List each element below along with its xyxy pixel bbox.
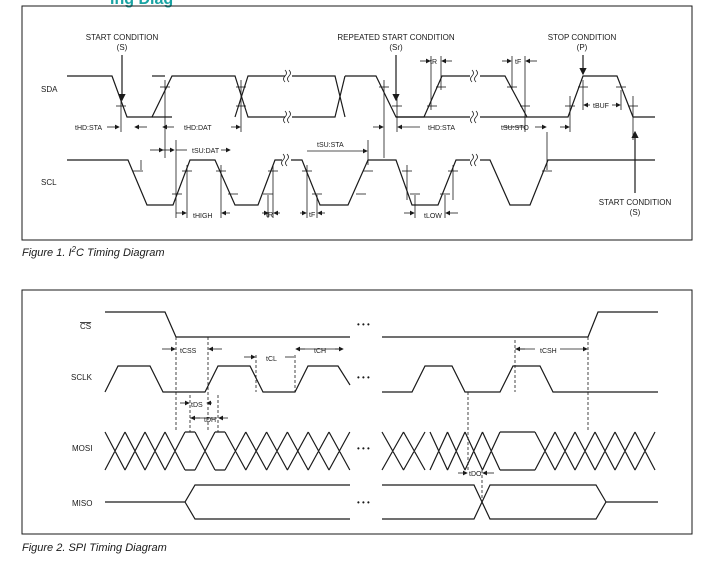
sda-signal-label: SDA [41,85,58,94]
repeated-start-condition-label: REPEATED START CONDITION [337,33,454,42]
spi-figure: CS SCLK MOSI MISO • • • • • • • • • • • … [21,289,693,535]
miso-waveform [105,484,658,520]
mosi-bus-transitions [104,431,656,471]
sda-waveform [67,69,655,124]
stop-condition-symbol: (P) [577,43,588,52]
tbuf-label: tBUF [593,103,609,110]
thigh-label: tHIGH [193,213,212,220]
thd-dat-label: tHD:DAT [184,125,212,132]
tdo-label: tDO [469,471,482,478]
tr-top-label: tR [430,59,437,66]
figure-2-caption: Figure 2. SPI Timing Diagram [22,542,167,554]
start-condition-2-symbol: (S) [630,208,641,217]
start-condition-label: START CONDITION [86,33,159,42]
miso-signal-label: MISO [72,499,92,508]
tcsh-label: tCSH [540,348,557,355]
section-heading-fragment: ing Diag [110,0,173,8]
i2c-figure-frame [21,5,693,241]
spi-figure-frame [21,289,693,535]
sclk-waveform [104,365,658,393]
thd-sta-label: tHD:STA [75,125,102,132]
i2c-timing-arrows [107,58,621,216]
cs-waveform [105,311,658,338]
scl-signal-label: SCL [41,178,57,187]
mosi-signal-label: MOSI [72,444,92,453]
start-condition-2-label: START CONDITION [599,198,672,207]
tds-label: tDS [191,402,203,409]
tsu-sta-label: tSU:STA [317,142,344,149]
mosi-ellipsis: • • • [357,444,370,453]
scl-waveform [67,153,655,206]
i2c-reference-lines [120,56,634,218]
thd-sta-2-label: tHD:STA [428,125,455,132]
mosi-waveform [104,431,656,471]
tlow-label: tLOW [424,213,442,220]
tcl-label: tCL [266,356,277,363]
condition-arrows [118,55,639,193]
start-condition-symbol: (S) [117,43,128,52]
tcss-label: tCSS [180,348,197,355]
repeated-start-condition-symbol: (Sr) [389,43,403,52]
tf-top-label: tF [515,59,521,66]
cs-ellipsis: • • • [357,320,370,329]
cs-signal-label: CS [80,322,91,331]
tf-label: tF [309,212,315,219]
i2c-figure: SDA SCL [21,5,693,241]
tr-label: tR [266,212,273,219]
spi-reference-lines [175,337,589,500]
sclk-ellipsis: • • • [357,373,370,382]
spi-timing-arrows [162,346,588,476]
tch-label: tCH [314,348,326,355]
stop-condition-label: STOP CONDITION [548,33,617,42]
tdh-label: tDH [204,417,216,424]
tsu-dat-label: tSU:DAT [192,148,220,155]
i2c-tick-marks [116,86,638,195]
figure-1-caption: Figure 1. I2C Timing Diagram [22,245,165,259]
tsu-sto-label: tSU:STO [501,125,529,132]
sclk-signal-label: SCLK [71,373,93,382]
miso-ellipsis: • • • [357,498,370,507]
